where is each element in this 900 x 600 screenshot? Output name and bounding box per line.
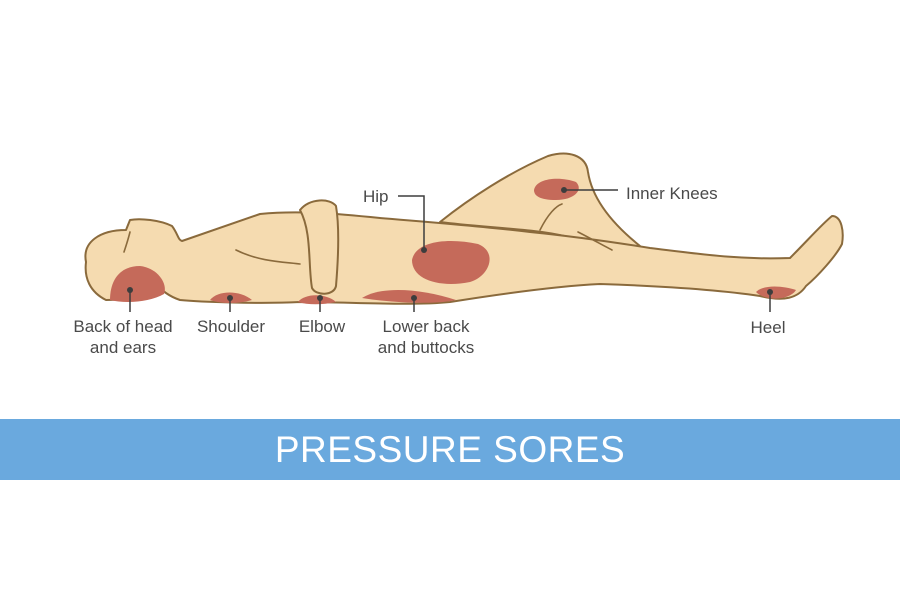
thigh-line: [539, 203, 563, 231]
label-hip: Hip: [363, 187, 389, 206]
sore-inner-knees: [534, 178, 579, 200]
label-back-of-head: Back of head and ears: [73, 317, 173, 357]
sore-lower-back: [362, 289, 456, 303]
knee-line: [577, 231, 613, 251]
dot-shoulder: [227, 295, 233, 301]
label-inner-knees: Inner Knees: [626, 184, 718, 203]
sore-elbow: [298, 295, 336, 305]
dot-hip: [421, 247, 427, 253]
ear-line: [123, 231, 131, 253]
label-heel: Heel: [750, 318, 786, 337]
dot-elbow: [317, 295, 323, 301]
label-elbow: Elbow: [298, 317, 346, 336]
sore-hip: [412, 241, 490, 284]
dot-lower-back: [411, 295, 417, 301]
sore-head: [110, 266, 165, 302]
sore-heel: [756, 286, 796, 299]
label-lower-back: Lower back and buttocks: [377, 317, 475, 357]
raised-thigh: [439, 152, 641, 251]
forearm: [299, 199, 340, 295]
arm-line: [235, 249, 301, 265]
label-shoulder: Shoulder: [196, 317, 266, 336]
dot-head: [127, 287, 133, 293]
dot-heel: [767, 289, 773, 295]
pointer-hip: [398, 195, 425, 250]
page-title: PRESSURE SORES: [274, 428, 626, 470]
dot-inner-knees: [561, 187, 567, 193]
body-figure: [84, 152, 844, 312]
title-banner: PRESSURE SORES: [0, 419, 900, 480]
